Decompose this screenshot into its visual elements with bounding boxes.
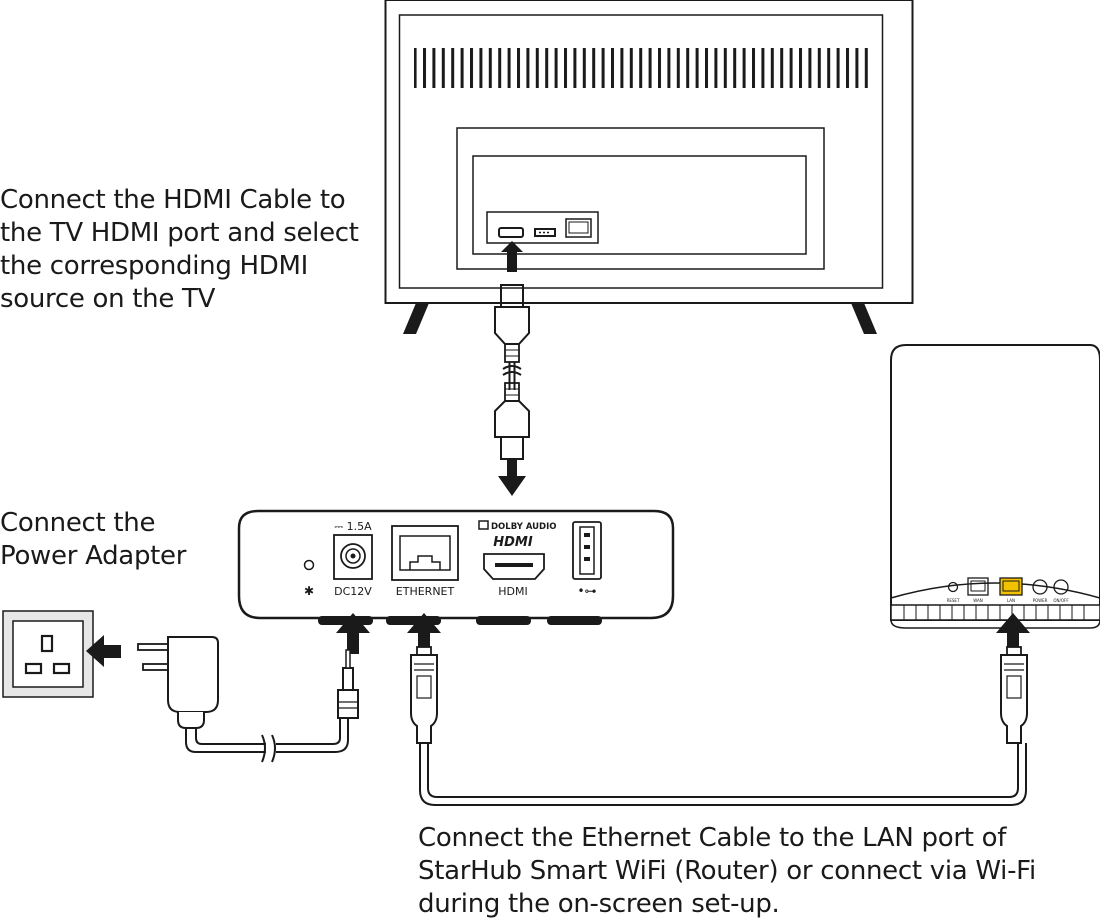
router-icon: RESET WAN LAN POWER ON/OFF (890, 344, 1100, 629)
router-port-label: POWER (1033, 598, 1048, 603)
tv-hdmi-port[interactable] (498, 227, 524, 238)
hdmi-port[interactable] (483, 553, 545, 580)
router-port-label: WAN (973, 598, 982, 603)
dolby-audio-label: DOLBY AUDIO (491, 522, 557, 532)
tv-lan-port[interactable] (565, 218, 592, 238)
hdmi-instruction: Connect the HDMI Cable to the TV HDMI po… (0, 184, 359, 316)
bluetooth-icon: ✱ (304, 584, 314, 598)
arrow-left-icon (86, 635, 121, 667)
usb-icon: •⊶ (577, 584, 596, 598)
hdmi-instruction-line: Connect the HDMI Cable to (0, 185, 346, 215)
dc-port-label: DC12V (334, 585, 372, 598)
router-port-label: RESET (947, 598, 960, 603)
router-onoff-button[interactable] (1053, 579, 1069, 595)
power-instruction-line: Power Adapter (0, 541, 187, 571)
router-wan-port[interactable] (967, 577, 989, 596)
hdmi-instruction-line: source on the TV (0, 284, 216, 314)
tv-icon (384, 0, 914, 334)
hdmi-logo: HDMI (493, 535, 533, 550)
ethernet-port[interactable] (391, 525, 459, 581)
dc-power-port[interactable] (333, 534, 373, 580)
tv-port-panel (486, 211, 599, 244)
arrow-up-icon (336, 613, 370, 654)
ethernet-cable-icon (410, 646, 1028, 806)
hdmi-instruction-line: the corresponding HDMI (0, 251, 308, 281)
tv-stand-right (851, 303, 877, 334)
ethernet-instruction: Connect the Ethernet Cable to the LAN po… (418, 822, 1036, 921)
arrow-down-icon (498, 458, 526, 496)
arrow-up-icon (501, 241, 523, 272)
router-port-label: LAN (1007, 598, 1015, 603)
hdmi-instruction-line: the TV HDMI port and select (0, 218, 359, 248)
usb-port[interactable] (572, 521, 602, 580)
power-instruction-line: Connect the (0, 508, 156, 538)
hdmi-port-label: HDMI (498, 585, 527, 598)
hdmi-cable-icon (494, 241, 530, 496)
arrow-up-icon (996, 613, 1030, 654)
set-top-box-icon: ✱ ⎓ 1.5A DC12V ETHERNET DOLBY AUDIO HDMI… (237, 509, 675, 625)
power-instruction: Connect the Power Adapter (0, 507, 186, 573)
router-port-label: ON/OFF (1053, 598, 1069, 603)
power-rating-label: ⎓ 1.5A (334, 520, 372, 533)
ethernet-instruction-line: during the on-screen set-up. (418, 889, 780, 919)
router-reset-button[interactable] (947, 581, 959, 593)
router-power-port[interactable] (1032, 579, 1048, 595)
wall-socket-icon (2, 610, 94, 698)
dolby-logo-icon (478, 520, 489, 530)
ethernet-instruction-line: StarHub Smart WiFi (Router) or connect v… (418, 856, 1036, 886)
ethernet-port-label: ETHERNET (396, 585, 455, 598)
tv-stand-left (403, 303, 429, 334)
ethernet-instruction-line: Connect the Ethernet Cable to the LAN po… (418, 823, 1007, 853)
router-lan-port[interactable] (999, 577, 1023, 596)
tv-vent-grille (414, 48, 868, 88)
power-adapter-icon (137, 636, 359, 763)
arrow-up-icon (407, 613, 441, 654)
tv-usb-port[interactable] (534, 228, 556, 237)
reset-pinhole[interactable] (303, 559, 315, 571)
